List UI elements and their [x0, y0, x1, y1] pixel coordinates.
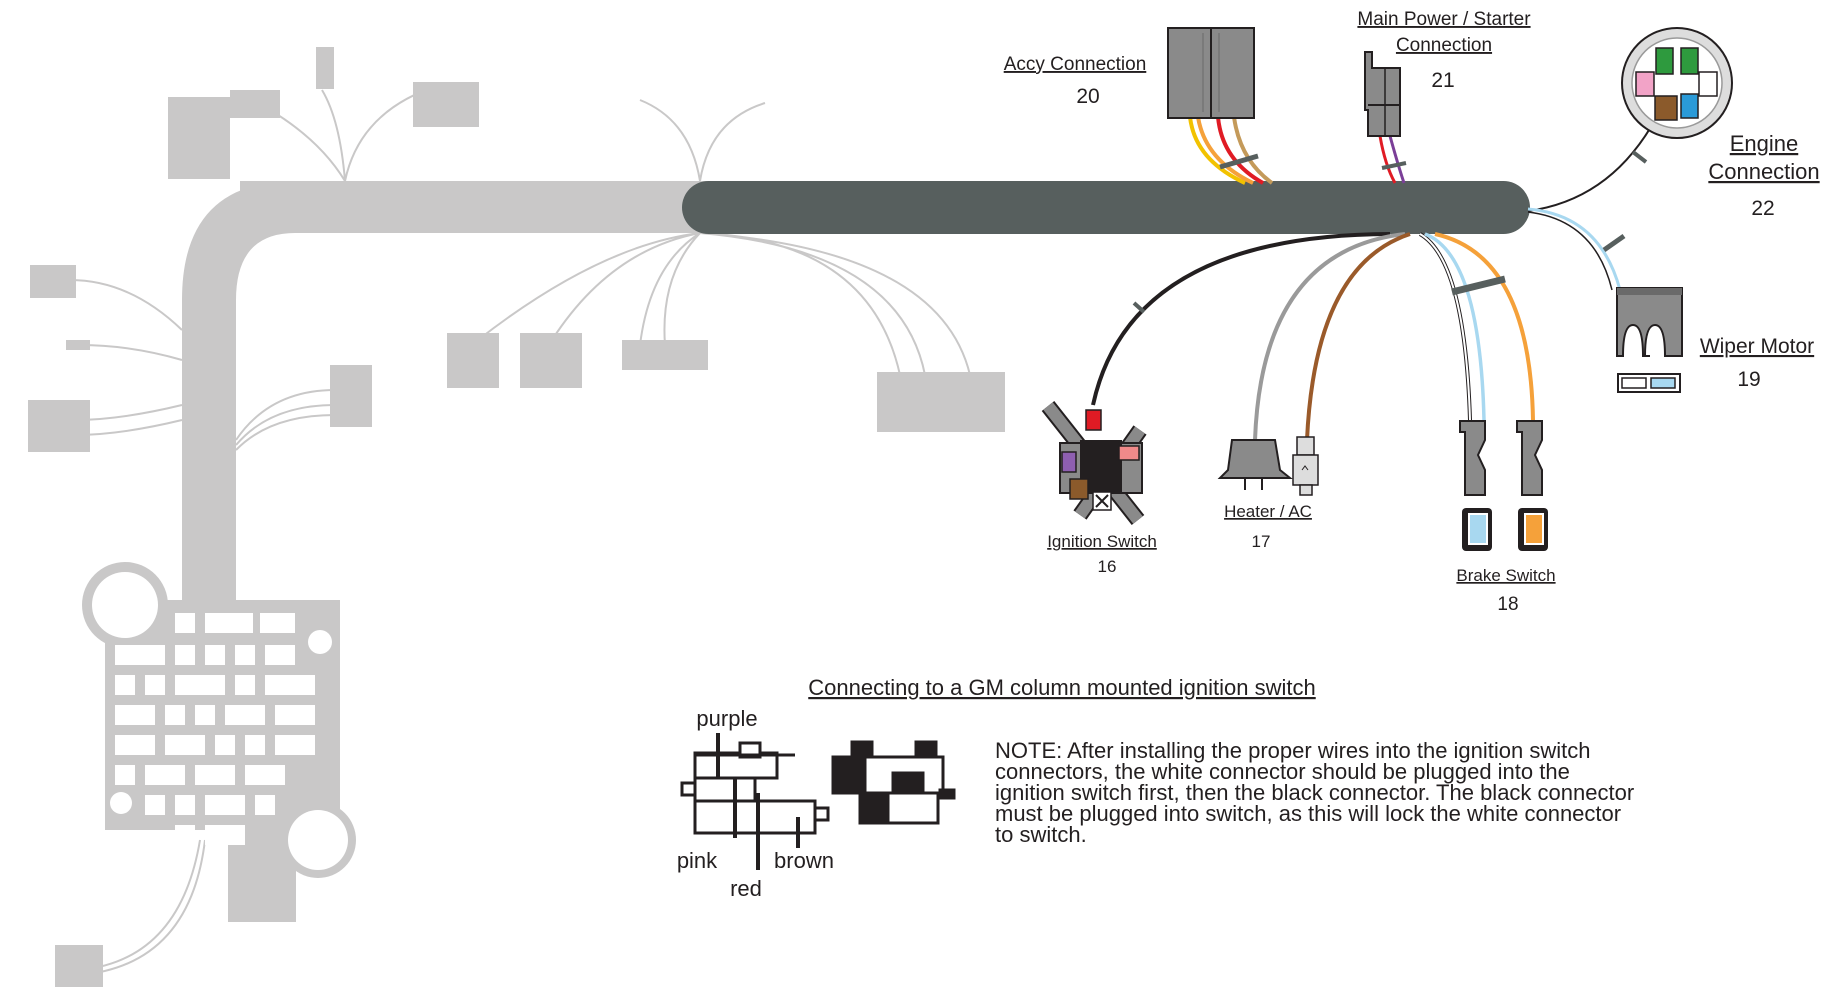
- main-power-label-line2: Connection: [1396, 35, 1492, 56]
- brake-switch-18[interactable]: [1418, 232, 1548, 551]
- ignition-black-connector-diagram: [831, 740, 956, 825]
- wiper-motor-label: Wiper Motor: [1700, 335, 1814, 358]
- ignition-switch-number: 16: [1098, 557, 1117, 576]
- heater-ac-label: Heater / AC: [1224, 502, 1312, 521]
- brake-switch-number: 18: [1497, 594, 1518, 615]
- main-power-label-line1: Main Power / Starter: [1357, 9, 1531, 30]
- fuse-panel: [92, 572, 348, 870]
- wire-label-brown: brown: [774, 848, 834, 873]
- main-harness-trunk: [682, 181, 1530, 234]
- main-power-number: 21: [1431, 69, 1454, 92]
- ignition-white-connector-diagram: [680, 733, 830, 870]
- accy-connection-number: 20: [1076, 85, 1099, 108]
- accy-connection-20[interactable]: [1167, 27, 1274, 185]
- ignition-switch-label: Ignition Switch: [1047, 532, 1157, 551]
- ignition-detail-title: Connecting to a GM column mounted igniti…: [808, 675, 1315, 700]
- wire-label-red: red: [730, 876, 762, 901]
- heater-ac-17[interactable]: [1217, 232, 1411, 496]
- main-power-starter-connection-21[interactable]: [1364, 51, 1407, 184]
- accy-connection-label: Accy Connection: [1004, 54, 1147, 75]
- wire-label-pink: pink: [677, 848, 718, 873]
- engine-connection-number: 22: [1751, 197, 1774, 220]
- ignition-note: NOTE: After installing the proper wires …: [995, 738, 1635, 847]
- ignition-switch-16[interactable]: [1041, 232, 1391, 525]
- wiper-motor-number: 19: [1737, 368, 1760, 391]
- wiper-motor-19[interactable]: [1527, 207, 1683, 393]
- engine-connection-label-line2: Connection: [1708, 159, 1819, 184]
- engine-connection-22[interactable]: [1527, 27, 1733, 212]
- wire-label-purple: purple: [696, 706, 757, 731]
- engine-connection-label-line1: Engine: [1730, 131, 1799, 156]
- brake-switch-label: Brake Switch: [1456, 566, 1555, 585]
- heater-ac-number: 17: [1252, 532, 1271, 551]
